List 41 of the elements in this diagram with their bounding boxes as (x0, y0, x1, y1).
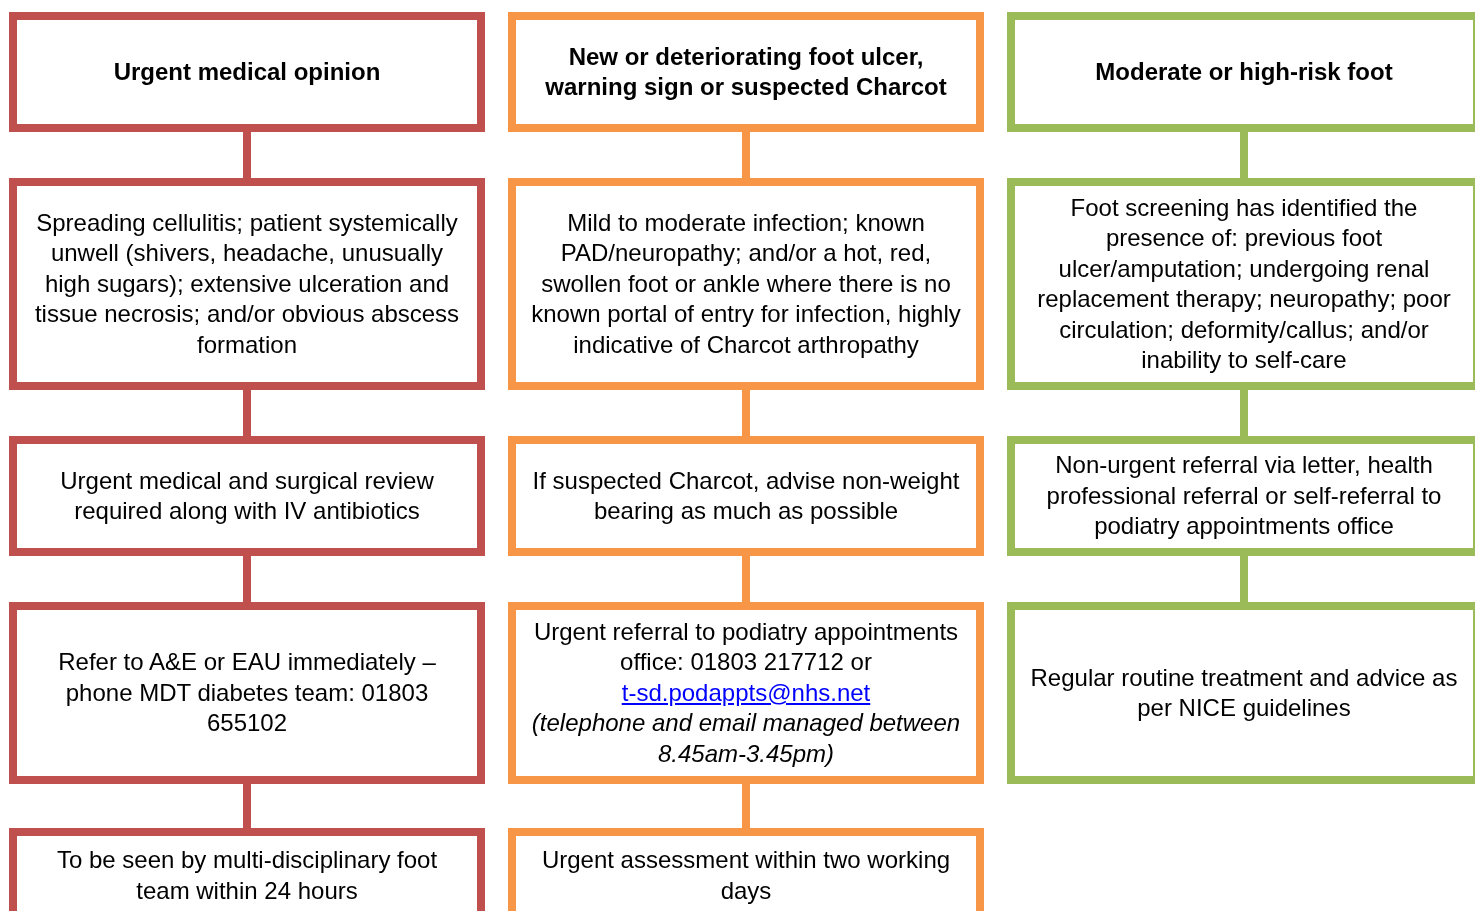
process-box (508, 602, 984, 784)
connector-line (243, 132, 251, 178)
text: Urgent referral to podiatry appointments office: 01803 217712 or t-sd.podappts@nhs.net (532, 616, 960, 708)
text: Refer to A&E or EAU immediately – phone MDT diabetes team: 01803 655102 (57, 647, 437, 739)
process-box (1007, 602, 1475, 784)
connector-line (742, 390, 750, 436)
text: To be seen by multi-disciplinary foot team within 24 hours (55, 845, 439, 906)
text: Mild to moderate infection; known PAD/neuropathy; and/or a hot, red, swollen foot or ankle where there is no known portal of entry for infection, highly indicative of Charcot arthropathy (530, 207, 962, 360)
heading: New or deteriorating foot ulcer, warning sign or suspected Charcot (544, 41, 948, 102)
header-box (9, 12, 485, 132)
text: If suspected Charcot, advise non-weight bearing as much as possible (531, 465, 961, 526)
email-link: t-sd.podappts@nhs.net (621, 678, 871, 706)
connector-line (1240, 556, 1248, 602)
text: Non-urgent referral via letter, health professional referral or self-referral to podiatry appointments office (1045, 450, 1443, 542)
connector-line (243, 784, 251, 828)
process-box (9, 436, 485, 556)
text: Regular routine treatment and advice as per NICE guidelines (1029, 662, 1459, 723)
process-box (9, 828, 485, 911)
process-box (508, 178, 984, 390)
connector-line (1240, 132, 1248, 178)
heading: Moderate or high-risk foot (1095, 56, 1393, 87)
process-box (9, 178, 485, 390)
process-box (1007, 178, 1475, 390)
text: Spreading cellulitis; patient systemically unwell (shivers, headache, unusually high sugars); extensive ulceration and tissue necrosis; and/or obvious abscess formation (33, 207, 461, 360)
header-box (1007, 12, 1475, 132)
connector-line (1240, 390, 1248, 436)
text: Urgent medical and surgical review required along with IV antibiotics (59, 465, 435, 526)
process-box (508, 828, 984, 911)
header-box (508, 12, 984, 132)
process-box (508, 436, 984, 556)
connector-line (742, 784, 750, 828)
text: Foot screening has identified the presence of: previous foot ulcer/amputation; undergoing renal replacement therapy; neuropathy; poor circulation; deformity/callus; and/or inability to self-care (1036, 192, 1452, 375)
connector-line (243, 556, 251, 602)
text: Urgent assessment within two working days (540, 845, 952, 906)
heading: Urgent medical opinion (113, 56, 381, 87)
process-box (9, 602, 485, 784)
connector-line (243, 390, 251, 436)
text: (telephone and email managed between 8.45am-3.45pm) (530, 708, 962, 769)
process-box (1007, 436, 1475, 556)
connector-line (742, 132, 750, 178)
connector-line (742, 556, 750, 602)
